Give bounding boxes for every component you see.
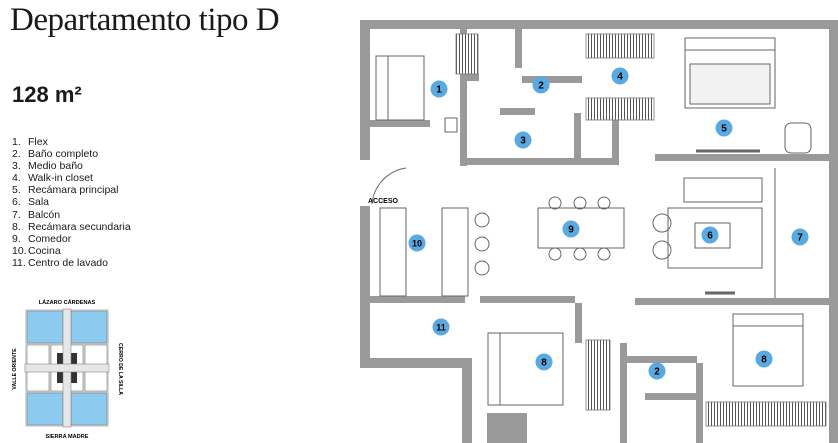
legend-number: 5. — [12, 184, 21, 197]
room-marker: 9 — [562, 220, 580, 238]
room-marker: 1 — [430, 80, 448, 98]
room-marker-number: 2 — [654, 367, 660, 378]
legend-item: 4. Walk-in closet — [12, 172, 131, 184]
legend-item: 11.Centro de lavado — [12, 257, 131, 269]
room-legend: 1. Flex 2. Baño completo 3. Medio baño 4. Wa… — [12, 136, 131, 269]
room-marker-number: 5 — [721, 124, 727, 135]
legend-label: Cocina — [28, 244, 61, 257]
room-marker-number: 8 — [541, 358, 547, 369]
room-marker-number: 6 — [707, 231, 713, 242]
legend-item: 1. Flex — [12, 136, 131, 148]
legend-label: Sala — [28, 196, 50, 209]
legend-label: Balcón — [28, 208, 61, 221]
room-marker: 2 — [532, 76, 550, 94]
building-outline — [24, 308, 110, 428]
room-marker: 6 — [701, 226, 719, 244]
legend-label: Recámara principal — [28, 184, 119, 197]
room-marker: 10 — [408, 234, 426, 252]
furniture — [371, 37, 812, 406]
street-label-south: SIERRA MADRE — [46, 434, 89, 440]
legend-number: 4. — [12, 172, 21, 185]
room-marker: 4 — [611, 67, 629, 85]
legend-item: 6. Sala — [12, 196, 131, 208]
room-marker-number: 4 — [617, 72, 623, 83]
room-marker-number: 10 — [412, 239, 422, 249]
legend-label: Centro de lavado — [28, 256, 108, 269]
closets — [455, 33, 827, 427]
legend-number: 7. — [12, 208, 21, 221]
legend-label: Flex — [28, 136, 48, 148]
legend-label: Comedor — [28, 232, 72, 245]
legend-item: 3. Medio baño — [12, 160, 131, 172]
legend-item: 7. Balcón — [12, 209, 131, 221]
legend-item: 10.Cocina — [12, 245, 131, 257]
legend-number: 3. — [12, 160, 21, 173]
room-marker-number: 1 — [436, 85, 442, 96]
legend-number: 9. — [12, 232, 21, 245]
exterior-walls — [360, 20, 838, 443]
floor-plan: ACCESO 1 2 3 4 5 6 7 8 9 10 11 — [360, 20, 838, 443]
building-key-map: LÁZARO CÁRDENAS SIERRA MADRE VALLE ORIEN… — [12, 299, 123, 440]
room-marker-number: 7 — [797, 233, 803, 244]
legend-number: 2. — [12, 148, 21, 161]
room-marker: 3 — [514, 131, 532, 149]
legend-label: Recámara secundaria — [28, 220, 131, 233]
unit-area: 128 m² — [12, 82, 82, 107]
legend-number: 10. — [12, 244, 27, 257]
room-marker: 11 — [432, 318, 450, 336]
legend-label: Walk-in closet — [28, 172, 93, 185]
room-marker-number: 9 — [568, 225, 574, 236]
street-label-west: VALLE ORIENTE — [12, 348, 18, 390]
room-marker-number: 3 — [520, 136, 526, 147]
legend-number: 11. — [12, 256, 26, 269]
room-marker-number: 2 — [538, 81, 544, 92]
legend-label: Medio baño — [28, 160, 83, 173]
street-label-north: LÁZARO CÁRDENAS — [39, 299, 96, 306]
page-title: Departamento tipo D — [10, 2, 280, 38]
legend-item: 2. Baño completo — [12, 148, 131, 160]
room-marker: 8 — [755, 350, 773, 368]
room-marker: 8 — [535, 353, 553, 371]
legend-item: 9. Comedor — [12, 233, 131, 245]
legend-item: 5. Recámara principal — [12, 184, 131, 196]
room-marker: 7 — [791, 228, 809, 246]
room-marker: 5 — [715, 119, 733, 137]
legend-number: 1. — [12, 136, 21, 148]
room-marker-number: 11 — [436, 323, 446, 333]
interior-walls — [370, 28, 829, 443]
legend-item: 8. Recámara secundaria — [12, 221, 131, 233]
room-marker: 2 — [648, 362, 666, 380]
legend-number: 8. — [12, 220, 21, 233]
legend-label: Baño completo — [28, 148, 99, 161]
entrance-label: ACCESO — [368, 198, 399, 205]
room-marker-number: 8 — [761, 355, 767, 366]
legend-number: 6. — [12, 196, 21, 209]
street-label-east: CERRO DE LA SILLA — [117, 343, 123, 395]
